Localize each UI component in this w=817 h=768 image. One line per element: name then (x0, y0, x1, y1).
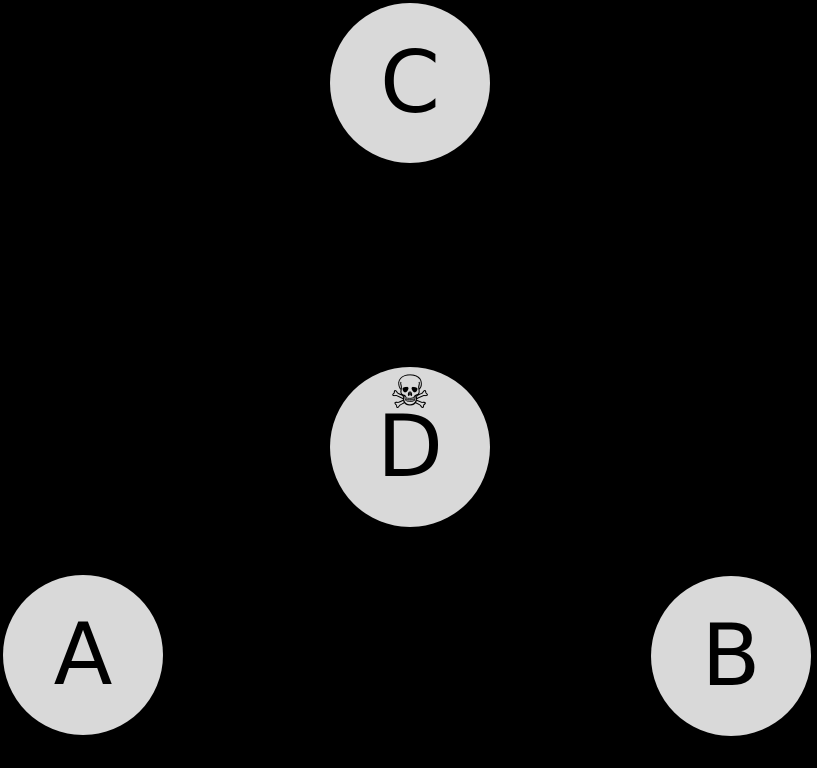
graph-node-d: ☠ D (330, 367, 490, 527)
node-label: A (53, 605, 113, 705)
node-label: D (376, 397, 444, 497)
graph-node-c: C (330, 3, 490, 163)
graph-node-b: B (651, 576, 811, 736)
skull-crossbones-icon: ☠ (389, 365, 431, 419)
node-label: B (701, 606, 761, 706)
graph-node-a: A (3, 575, 163, 735)
node-label: C (379, 33, 441, 133)
